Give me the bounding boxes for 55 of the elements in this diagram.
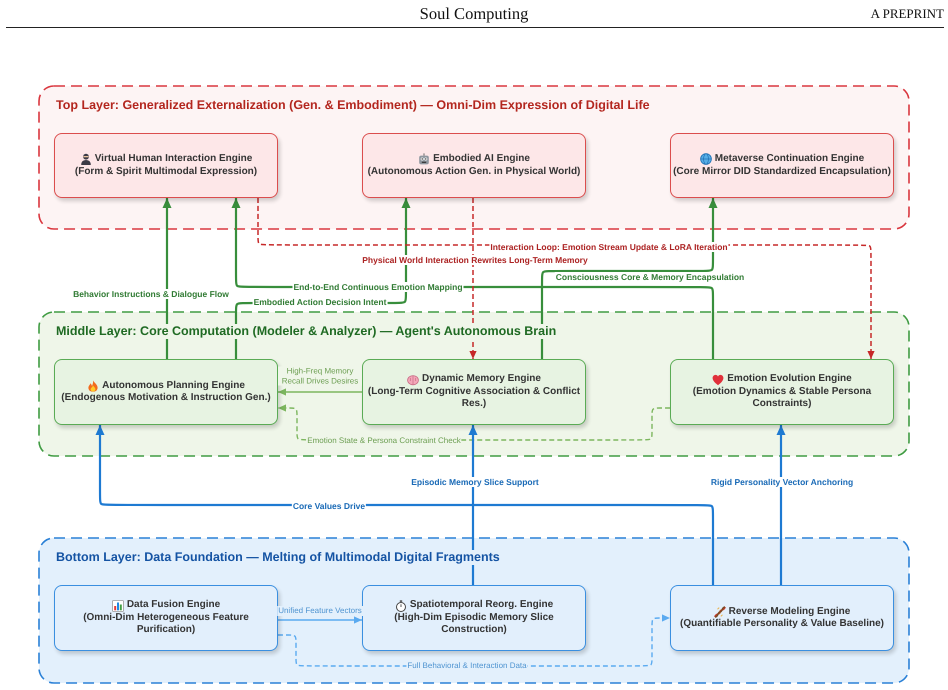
edge-label: Physical World Interaction Rewrites Long-Term Memory <box>361 255 589 265</box>
layer-panel <box>38 311 910 457</box>
arrow <box>540 198 718 359</box>
engine-description: (Core Mirror DID Standardized Encapsulation) <box>673 166 891 178</box>
engine-box <box>362 585 586 651</box>
engine-name: Autonomous Planning Engine <box>102 380 245 392</box>
engine-name: Spatiotemporal Reorg. Engine <box>410 599 554 612</box>
engine-box <box>54 133 278 198</box>
edge-label: End-to-End Continuous Emotion Mapping <box>292 282 464 292</box>
engine-description: (Endogenous Motivation & Instruction Gen.) <box>61 392 271 404</box>
layer-title: Top Layer: Generalized Externalization (Gen. & Embodiment) — Omni-Dim Expression of Digital Life <box>54 98 652 113</box>
engine-name: Dynamic Memory Engine <box>422 373 541 386</box>
edge-label: Unified Feature Vectors <box>277 606 363 616</box>
edge-label: Core Values Drive <box>292 501 366 511</box>
engine-name: Reverse Modeling Engine <box>728 606 850 618</box>
engine-name: Emotion Evolution Engine <box>727 373 852 386</box>
engine-description: (Long-Term Cognitive Association & Conflict Res.) <box>366 386 582 411</box>
engine-name: Metaverse Continuation Engine <box>714 153 864 166</box>
arrow <box>278 388 362 396</box>
layer-panel <box>38 537 910 684</box>
arrow <box>278 616 362 624</box>
engine-name: Embodied AI Engine <box>433 153 530 166</box>
layer-title: Middle Layer: Core Computation (Modeler & Analyzer) — Agent's Autonomous Brain <box>54 324 558 339</box>
arrow <box>468 425 478 585</box>
edge-label: Full Behavioral & Interaction Data <box>406 661 528 671</box>
engine-description: (High-Dim Episodic Memory Slice Construction) <box>393 612 555 637</box>
engine-box <box>362 359 586 425</box>
header-title: Soul Computing <box>420 4 528 24</box>
engine-box <box>54 585 278 651</box>
engine-description: (Form & Spirit Multimodal Expression) <box>74 166 258 178</box>
dashed-arrow <box>469 198 477 359</box>
engine-description: (Omni-Dim Heterogeneous Feature Purification) <box>82 612 250 637</box>
arrow <box>96 425 714 585</box>
engine-name: Virtual Human Interaction Engine <box>94 153 252 166</box>
engine-box <box>54 359 278 425</box>
edge-label: Emotion State & Persona Constraint Check <box>306 436 462 446</box>
engine-description: (Emotion Dynamics & Stable Persona Constraints) <box>692 386 872 411</box>
header-label: A PREPRINT <box>870 6 944 22</box>
engine-description: (Autonomous Action Gen. in Physical World) <box>368 166 580 178</box>
edge-label: Rigid Personality Vector Anchoring <box>710 477 854 487</box>
arrow <box>776 425 786 585</box>
edge-label: Interaction Loop: Emotion Stream Update & LoRA Iteration <box>489 242 729 252</box>
edge-label: Embodied Action Decision Intent <box>252 297 388 307</box>
arrow <box>162 198 172 359</box>
engine-description: (Quantifiable Personality & Value Baseline) <box>680 618 884 630</box>
edge-label: Episodic Memory Slice Support <box>410 477 540 487</box>
engine-name: Data Fusion Engine <box>126 599 220 612</box>
engine-box <box>670 359 894 425</box>
layer-panel <box>38 85 910 230</box>
engine-box <box>362 133 586 198</box>
layer-title: Bottom Layer: Data Foundation — Melting of Multimodal Digital Fragments <box>54 550 502 565</box>
edge-label: Consciousness Core & Memory Encapsulation <box>554 272 746 282</box>
edge-label: Behavior Instructions & Dialogue Flow <box>72 289 230 299</box>
engine-box <box>670 133 894 198</box>
engine-box <box>670 585 894 651</box>
